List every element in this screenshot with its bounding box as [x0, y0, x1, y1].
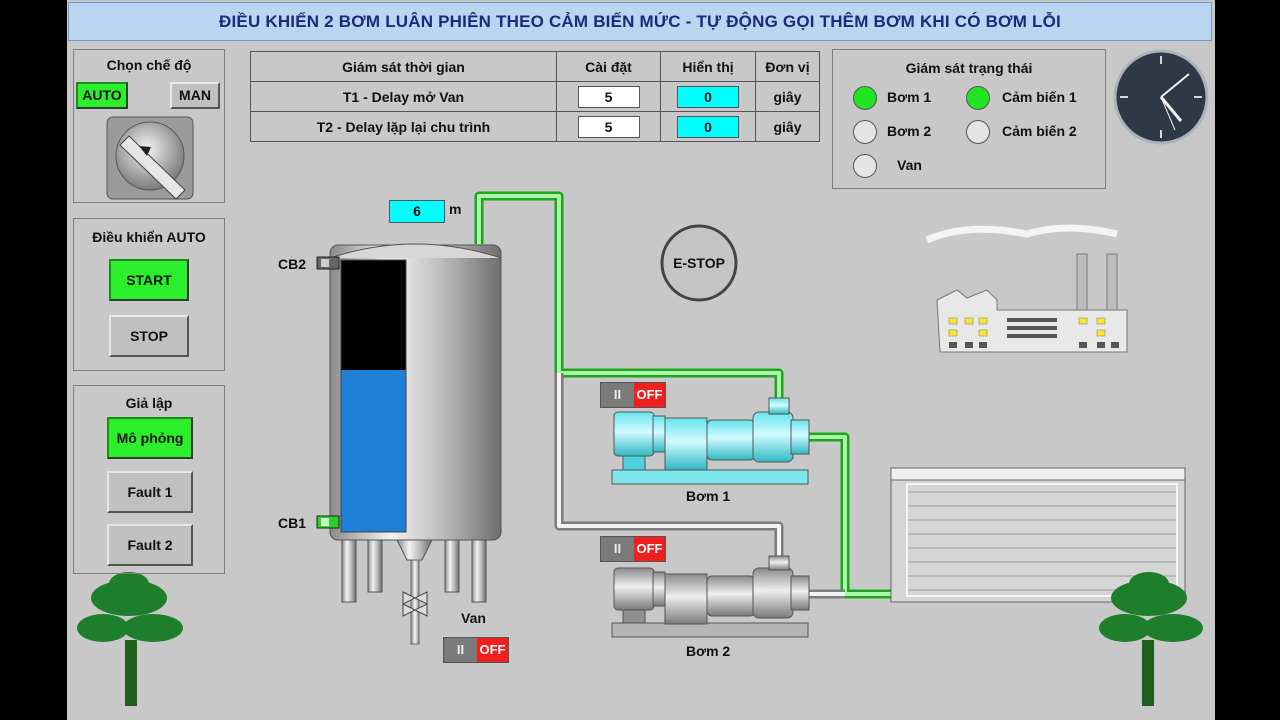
man-button[interactable]: MAN: [170, 82, 220, 109]
mode-selector-knob[interactable]: [107, 117, 193, 199]
mode-panel: Chọn chế độ: [73, 49, 225, 203]
cb1-label: CB1: [278, 515, 307, 531]
mode-panel-title: Chọn chế độ: [106, 57, 192, 73]
sensor-2-status-label: Cảm biến 2: [1002, 123, 1077, 139]
valve-status-label: Van: [897, 157, 922, 173]
page-title: ĐIỀU KHIỂN 2 BƠM LUÂN PHIÊN THEO CẢM BIẾ…: [68, 2, 1212, 41]
auto-control-panel: Điều khiển AUTO: [73, 218, 225, 371]
table-header: Cài đặt: [556, 51, 661, 82]
table-header: Hiển thị: [660, 51, 756, 82]
t2-setpoint-input[interactable]: 5: [577, 115, 640, 138]
level-unit: m: [449, 201, 462, 217]
valve-label: Van: [461, 610, 486, 626]
timer-name: T1 - Delay mở Van: [250, 81, 557, 112]
stop-button[interactable]: STOP: [109, 315, 189, 357]
simulate-button[interactable]: Mô phỏng: [107, 417, 193, 459]
simulation-title: Giả lập: [125, 395, 173, 411]
valve-state: OFF: [477, 638, 508, 662]
reservoir-icon: [891, 468, 1185, 602]
auto-button[interactable]: AUTO: [76, 82, 128, 109]
pump-1-lamp: [853, 86, 877, 110]
valve-toggle[interactable]: II OFF: [443, 637, 509, 663]
auto-control-title: Điều khiển AUTO: [92, 229, 206, 245]
estop-button[interactable]: E-STOP: [673, 255, 725, 271]
table-header: Giám sát thời gian: [250, 51, 557, 82]
simulation-panel: Giả lập: [73, 385, 225, 574]
t1-display-value: 0: [677, 85, 739, 108]
t2-display-value: 0: [677, 115, 739, 138]
valve-lamp: [853, 154, 877, 178]
hmi-screen: ĐIỀU KHIỂN 2 BƠM LUÂN PHIÊN THEO CẢM BIẾ…: [67, 0, 1215, 720]
pump-1-status-label: Bơm 1: [887, 89, 932, 105]
sensor-1-status-label: Cảm biến 1: [1002, 89, 1077, 105]
status-panel: Giám sát trạng thái: [832, 49, 1106, 189]
sensor-1-lamp: [966, 86, 990, 110]
table-row: T1 - Delay mở Van 5 0 giây: [250, 81, 820, 112]
toggle-knob: II: [444, 638, 477, 662]
t1-setpoint-input[interactable]: 5: [577, 85, 640, 108]
fault-2-button[interactable]: Fault 2: [107, 524, 193, 566]
pump-1-toggle[interactable]: II OFF: [600, 382, 666, 408]
status-panel-title: Giám sát trạng thái: [905, 60, 1033, 76]
level-display: 6: [389, 200, 445, 223]
pump-2-lamp: [853, 120, 877, 144]
toggle-knob: II: [601, 537, 634, 561]
start-button[interactable]: START: [109, 259, 189, 301]
toggle-knob: II: [601, 383, 634, 407]
fault-1-button[interactable]: Fault 1: [107, 471, 193, 513]
timer-unit: giây: [755, 111, 820, 142]
process-diagram: [77, 49, 1209, 706]
clock-icon: [1114, 50, 1208, 144]
timer-name: T2 - Delay lặp lại chu trình: [250, 111, 557, 142]
table-header: Đơn vị: [755, 51, 820, 82]
pump-2-toggle[interactable]: II OFF: [600, 536, 666, 562]
factory-icon: [922, 220, 1128, 354]
pump-1-label: Bơm 1: [686, 488, 731, 504]
pump-2-status-label: Bơm 2: [887, 123, 932, 139]
pump-1-state: OFF: [634, 383, 665, 407]
pump-2-label: Bơm 2: [686, 643, 731, 659]
time-monitor-table: Giám sát thời gian Cài đặt Hiển thị Đơn …: [250, 51, 820, 142]
cb2-label: CB2: [278, 256, 307, 272]
timer-unit: giây: [755, 81, 820, 112]
table-row: T2 - Delay lặp lại chu trình 5 0 giây: [250, 111, 820, 142]
pump-2-state: OFF: [634, 537, 665, 561]
sensor-2-lamp: [966, 120, 990, 144]
